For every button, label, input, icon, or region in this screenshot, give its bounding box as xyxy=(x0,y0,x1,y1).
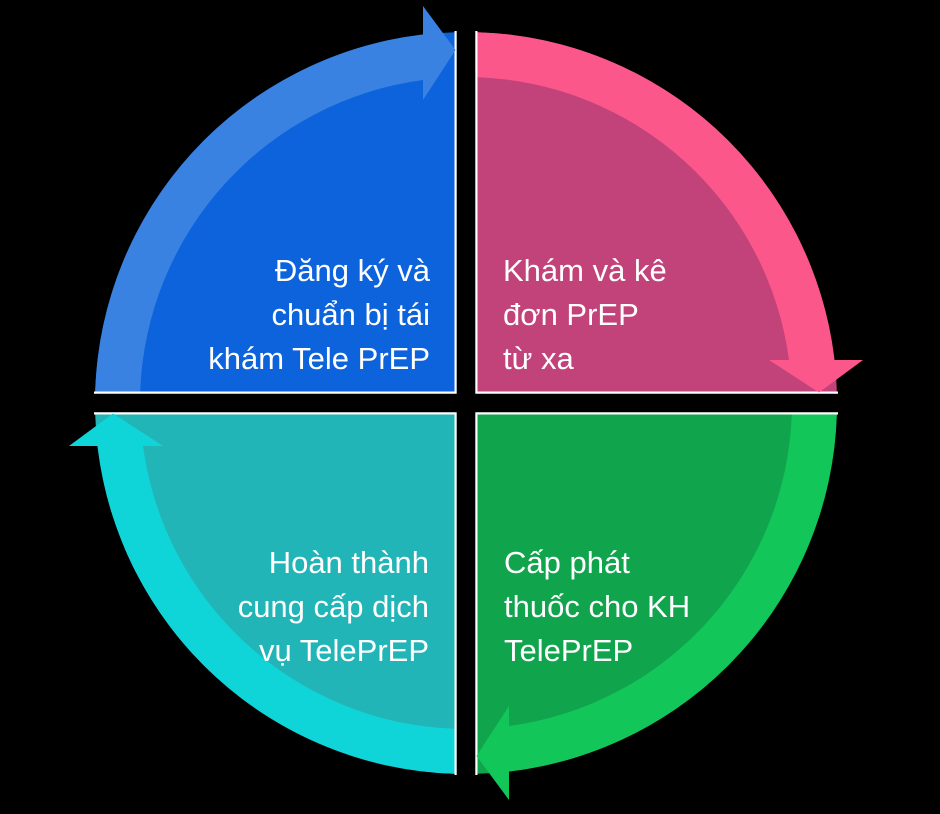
label-register-line-2: chuẩn bị tái xyxy=(271,297,430,332)
label-register: Đăng ký và chuẩn bị tái khám Tele PrEP xyxy=(208,253,430,376)
label-complete-line-2: cung cấp dịch xyxy=(238,589,429,624)
label-register-line-1: Đăng ký và xyxy=(275,253,431,288)
label-dispense-medication: Cấp phát thuốc cho KH TelePrEP xyxy=(504,545,690,668)
quadrant-remote-exam xyxy=(475,29,863,394)
label-dispense-line-1: Cấp phát xyxy=(504,545,630,580)
label-complete-service: Hoàn thành cung cấp dịch vụ TelePrEP xyxy=(238,545,429,668)
quadrant-register xyxy=(92,6,457,394)
label-remote-exam-line-3: từ xa xyxy=(503,341,574,376)
label-complete-line-3: vụ TelePrEP xyxy=(259,633,429,668)
label-dispense-line-2: thuốc cho KH xyxy=(504,589,690,624)
label-register-line-3: khám Tele PrEP xyxy=(208,341,430,376)
label-dispense-line-3: TelePrEP xyxy=(504,633,633,668)
label-remote-exam-line-2: đơn PrEP xyxy=(503,297,639,332)
label-remote-exam: Khám và kê đơn PrEP từ xa xyxy=(503,253,667,376)
label-remote-exam-line-1: Khám và kê xyxy=(503,253,667,288)
label-complete-line-1: Hoàn thành xyxy=(269,545,429,580)
